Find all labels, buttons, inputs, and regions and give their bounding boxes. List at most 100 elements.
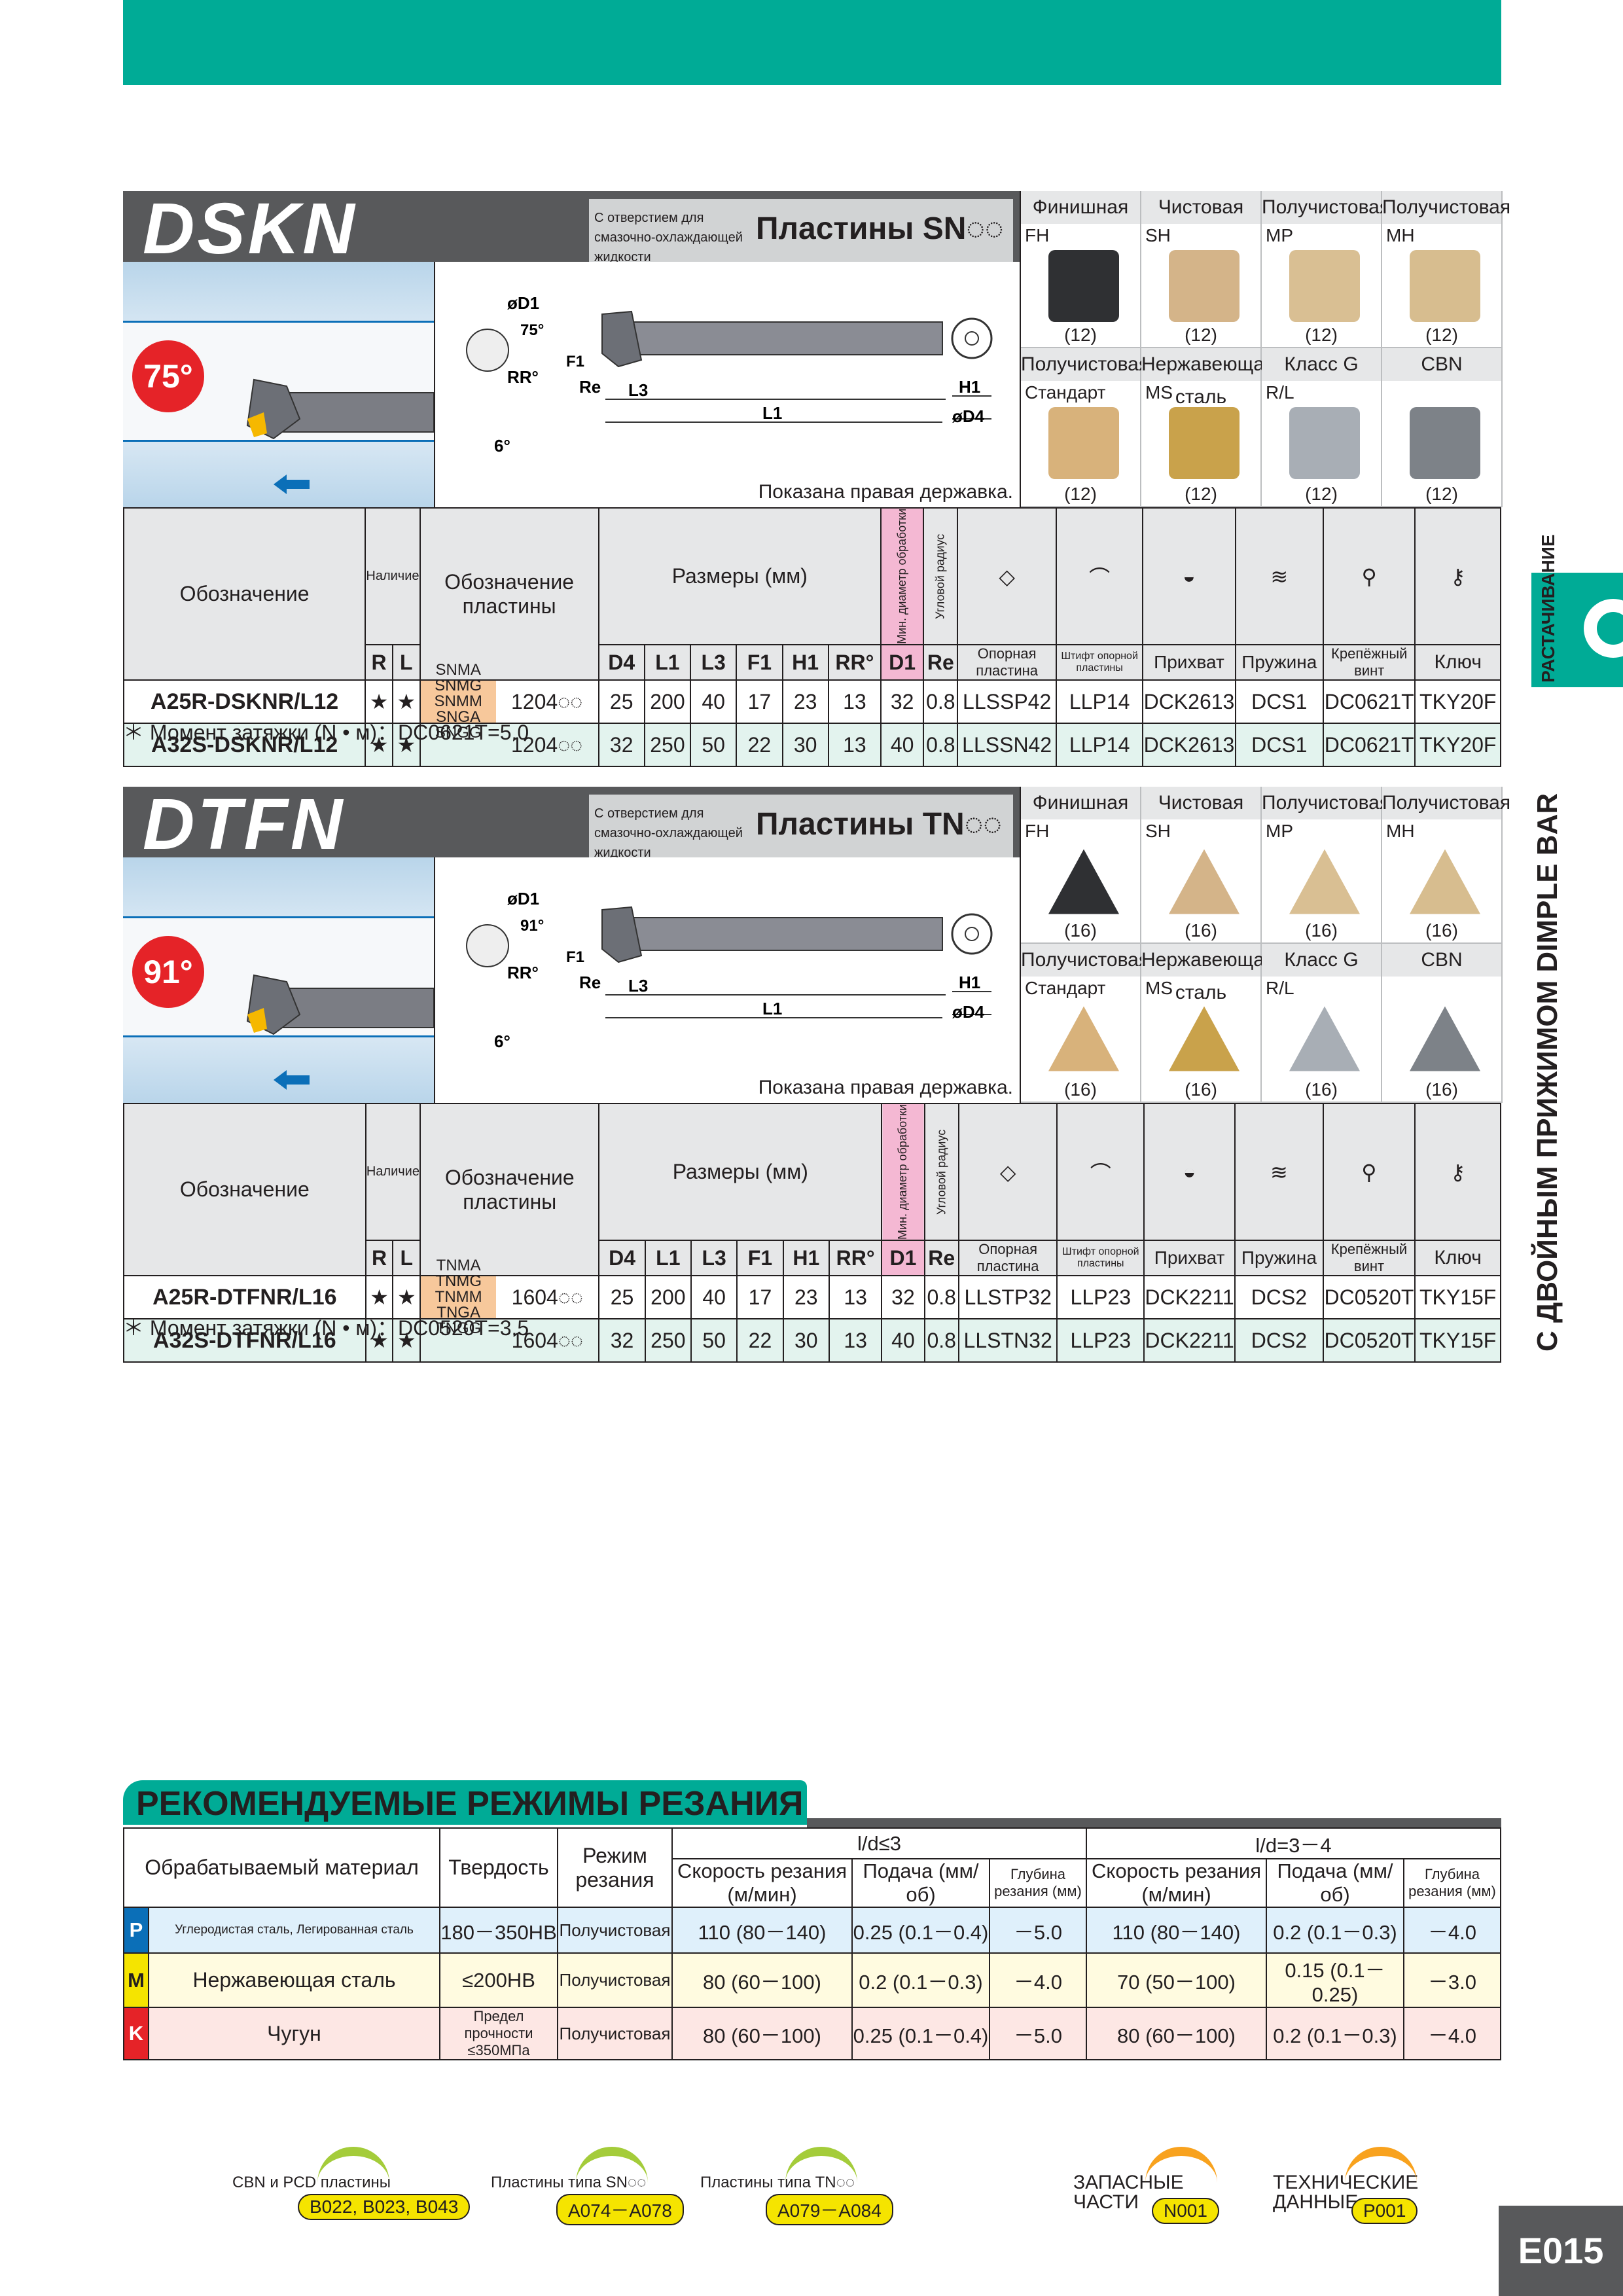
insert-chipbreaker: Стандарт bbox=[1025, 382, 1106, 403]
insert-photo bbox=[1410, 250, 1480, 322]
insert-photo bbox=[1169, 1006, 1240, 1071]
cell-h1: 23 bbox=[781, 679, 829, 725]
cell-d1: 40 bbox=[880, 723, 925, 768]
cell-d4: 25 bbox=[597, 679, 645, 725]
th-speed-2: Скорость резания (м/мин) bbox=[1086, 1858, 1267, 1908]
cell-mode: Получистовая bbox=[557, 2007, 673, 2060]
insert-type: Финишная bbox=[1021, 191, 1140, 224]
cell-designation: A25R-DTFNR/L16 bbox=[123, 1275, 366, 1320]
insert-count: (12) bbox=[1185, 484, 1217, 504]
insert-card: Получистовая MH (16) bbox=[1382, 787, 1510, 944]
torque-note: ＊ Момент затяжки (N • м)：DC0621T=5.0 bbox=[123, 721, 529, 744]
material-class-badge: P bbox=[123, 1907, 149, 1954]
insert-count: (12) bbox=[1064, 484, 1097, 504]
footer-ref[interactable]: Пластины типа TN◌◌ A079－A084 bbox=[700, 2147, 893, 2225]
footer-page-ref[interactable]: N001 bbox=[1152, 2198, 1219, 2224]
th-group-1: l/d≤3 bbox=[671, 1827, 1087, 1859]
cell-d1: －5.0 bbox=[989, 1907, 1087, 1954]
cell-material: Чугун bbox=[148, 2007, 440, 2060]
insert-type-code: SNGG bbox=[421, 768, 496, 784]
th-feed-1: Подача (мм/об) bbox=[851, 1858, 990, 1908]
th-corner: Угловой радиус bbox=[923, 508, 958, 645]
screw-icon: ⚲ bbox=[1322, 1102, 1416, 1242]
th-d4: D4 bbox=[597, 644, 645, 681]
insert-card: Получистовая MP (16) bbox=[1262, 787, 1390, 944]
cell-h1: 23 bbox=[782, 1275, 830, 1320]
insert-size: 1604◌◌ bbox=[511, 1329, 583, 1353]
cell-d1: －5.0 bbox=[989, 2007, 1087, 2060]
footer-page-ref[interactable]: P001 bbox=[1351, 2198, 1418, 2224]
label-h1: H1 bbox=[959, 973, 980, 992]
insert-count: (16) bbox=[1305, 920, 1338, 941]
insert-type: CBN bbox=[1382, 348, 1501, 381]
footer-page-ref[interactable]: A074－A078 bbox=[556, 2194, 684, 2225]
cell-f2: 0.2 (0.1－0.3) bbox=[1266, 1907, 1404, 1954]
th-f1: F1 bbox=[736, 1240, 784, 1277]
insert-grid: Финишная FH (12)Чистовая SH (12)Получист… bbox=[1020, 191, 1510, 507]
seat-icon: ◇ bbox=[957, 1102, 1058, 1242]
insert-chipbreaker: MP bbox=[1266, 225, 1293, 245]
cell-pin: LLP14 bbox=[1055, 679, 1144, 725]
cell-key: TKY15F bbox=[1414, 1318, 1501, 1363]
th-key: Ключ bbox=[1414, 1240, 1501, 1277]
cell-s2: 110 (80－140) bbox=[1086, 1907, 1267, 1954]
spring-icon: ≋ bbox=[1234, 507, 1325, 646]
footer-ref[interactable]: ТЕХНИЧЕСКИЕ ДАННЫЕ P001 bbox=[1273, 2147, 1430, 2224]
insert-chipbreaker: SH bbox=[1145, 821, 1171, 841]
cell-rr: 13 bbox=[827, 679, 882, 725]
cell-d2: －3.0 bbox=[1403, 1952, 1501, 2008]
insert-size: 1204◌◌ bbox=[511, 690, 583, 714]
th-pin: Штифт опорной пластины bbox=[1055, 644, 1144, 681]
insert-photo bbox=[1048, 250, 1119, 322]
cell-spring: DCS1 bbox=[1234, 679, 1325, 725]
table-row: A32S-DSKNR/L12★★SNMASNMGSNMMSNGASNGG1204… bbox=[122, 723, 1501, 768]
footer-page-ref[interactable]: B022, B023, B043 bbox=[298, 2194, 471, 2220]
insert-count: (12) bbox=[1425, 484, 1458, 504]
insert-photo bbox=[1410, 1006, 1480, 1071]
footer-ref[interactable]: CBN и PCD пластины B022, B023, B043 bbox=[232, 2147, 471, 2220]
insert-chipbreaker: R/L bbox=[1266, 382, 1294, 403]
insert-count: (16) bbox=[1425, 1079, 1458, 1100]
footer-page-ref[interactable]: A079－A084 bbox=[766, 2194, 893, 2225]
footer-ref[interactable]: ЗАПАСНЫЕ ЧАСТИ N001 bbox=[1073, 2147, 1230, 2224]
cell-spring: DCS2 bbox=[1234, 1318, 1324, 1363]
footer-ref[interactable]: Пластины типа SN◌◌ A074－A078 bbox=[491, 2147, 684, 2225]
cell-re: 0.8 bbox=[923, 1275, 959, 1320]
insert-type: Получистовая bbox=[1262, 191, 1390, 224]
cell-f1: 0.25 (0.1－0.4) bbox=[851, 2007, 990, 2060]
insert-card: Финишная FH (12) bbox=[1021, 191, 1141, 348]
cell-l1: 250 bbox=[643, 723, 692, 768]
insert-type-code: TNMA bbox=[436, 1257, 481, 1275]
insert-type: Получистовая bbox=[1382, 191, 1510, 224]
insert-type: Получистовая bbox=[1021, 944, 1149, 977]
th-re: Re bbox=[923, 1240, 959, 1277]
cell-screw: DC0621T bbox=[1323, 679, 1416, 725]
th-clamp: Прихват bbox=[1143, 1240, 1236, 1277]
cell-d1: 32 bbox=[881, 1275, 925, 1320]
th-r: R bbox=[365, 1240, 394, 1277]
insert-card: CBN (12) bbox=[1382, 348, 1503, 507]
angle-badge: 75° bbox=[132, 340, 204, 412]
label-clearance: 6° bbox=[494, 1031, 510, 1051]
th-l3: L3 bbox=[690, 1240, 738, 1277]
th-h1: H1 bbox=[781, 644, 829, 681]
insert-photo bbox=[1048, 849, 1119, 914]
insert-type: Класс G bbox=[1262, 348, 1381, 381]
th-mode: Режим резания bbox=[557, 1827, 673, 1908]
cell-material: Нержавеющая сталь bbox=[148, 1952, 440, 2008]
arrow-icon bbox=[785, 2147, 857, 2186]
cell-designation: A25R-DSKNR/L12 bbox=[122, 679, 366, 725]
cell-pin: LLP23 bbox=[1056, 1275, 1145, 1320]
th-l1: L1 bbox=[643, 644, 692, 681]
th-availability: Наличие bbox=[365, 1102, 421, 1242]
coolant-note: С отверстием для смазочно-охлаждающей жи… bbox=[594, 211, 743, 264]
cutting-title: РЕКОМЕНДУЕМЫЕ РЕЖИМЫ РЕЗАНИЯ bbox=[123, 1780, 807, 1825]
side-tab: РАСТАЧИВАНИЕ С ДВОЙНЫМ ПРИЖИМОМ DIMPLE B… bbox=[1531, 534, 1623, 1352]
cell-designation: A32S-DTFNR/L16 bbox=[123, 1318, 366, 1363]
th-hardness: Твердость bbox=[439, 1827, 558, 1908]
pin-icon: ⌒ bbox=[1055, 507, 1144, 646]
th-spring: Пружина bbox=[1234, 1240, 1324, 1277]
